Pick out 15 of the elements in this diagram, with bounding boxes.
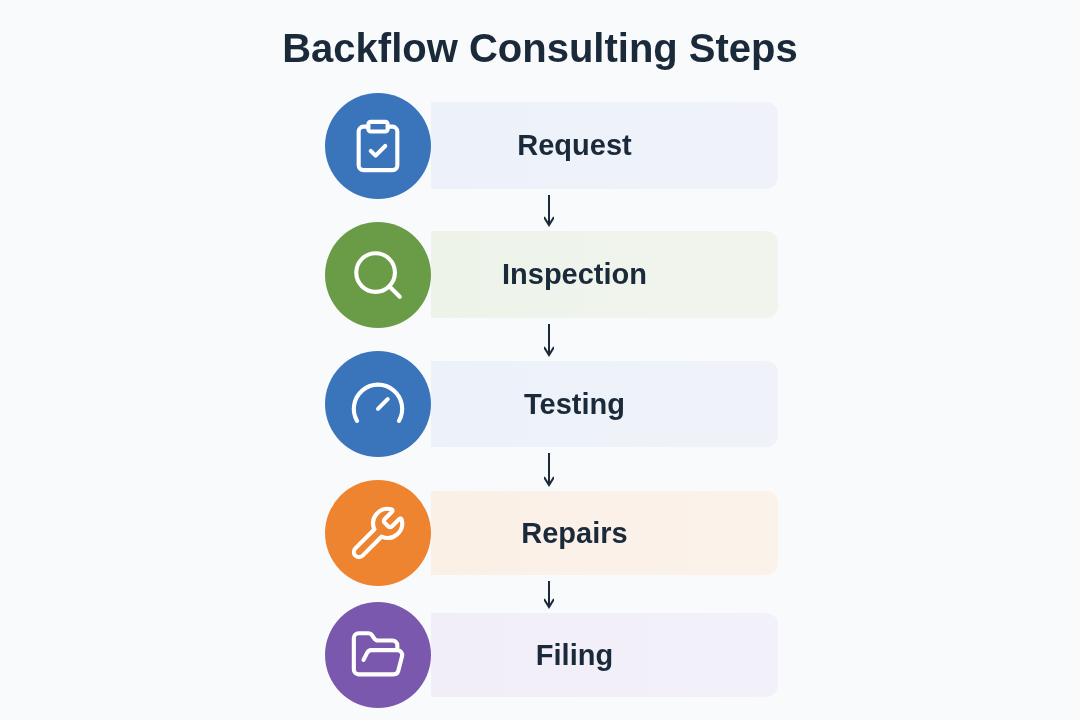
- step-band: [431, 491, 778, 575]
- step-band: [431, 613, 778, 697]
- title: Backflow Consulting Steps: [282, 25, 798, 72]
- arrow: [543, 323, 555, 356]
- step-band: [431, 231, 778, 318]
- step-label: Testing: [524, 386, 625, 422]
- step-label: Inspection: [502, 257, 647, 293]
- arrow: [543, 580, 555, 608]
- step-band: [431, 361, 778, 447]
- arrow: [543, 452, 555, 486]
- step-band: [431, 102, 778, 189]
- arrow: [543, 194, 555, 226]
- step-label: Filing: [535, 637, 614, 673]
- step-label: Repairs: [521, 515, 628, 551]
- step-label: Request: [517, 128, 632, 164]
